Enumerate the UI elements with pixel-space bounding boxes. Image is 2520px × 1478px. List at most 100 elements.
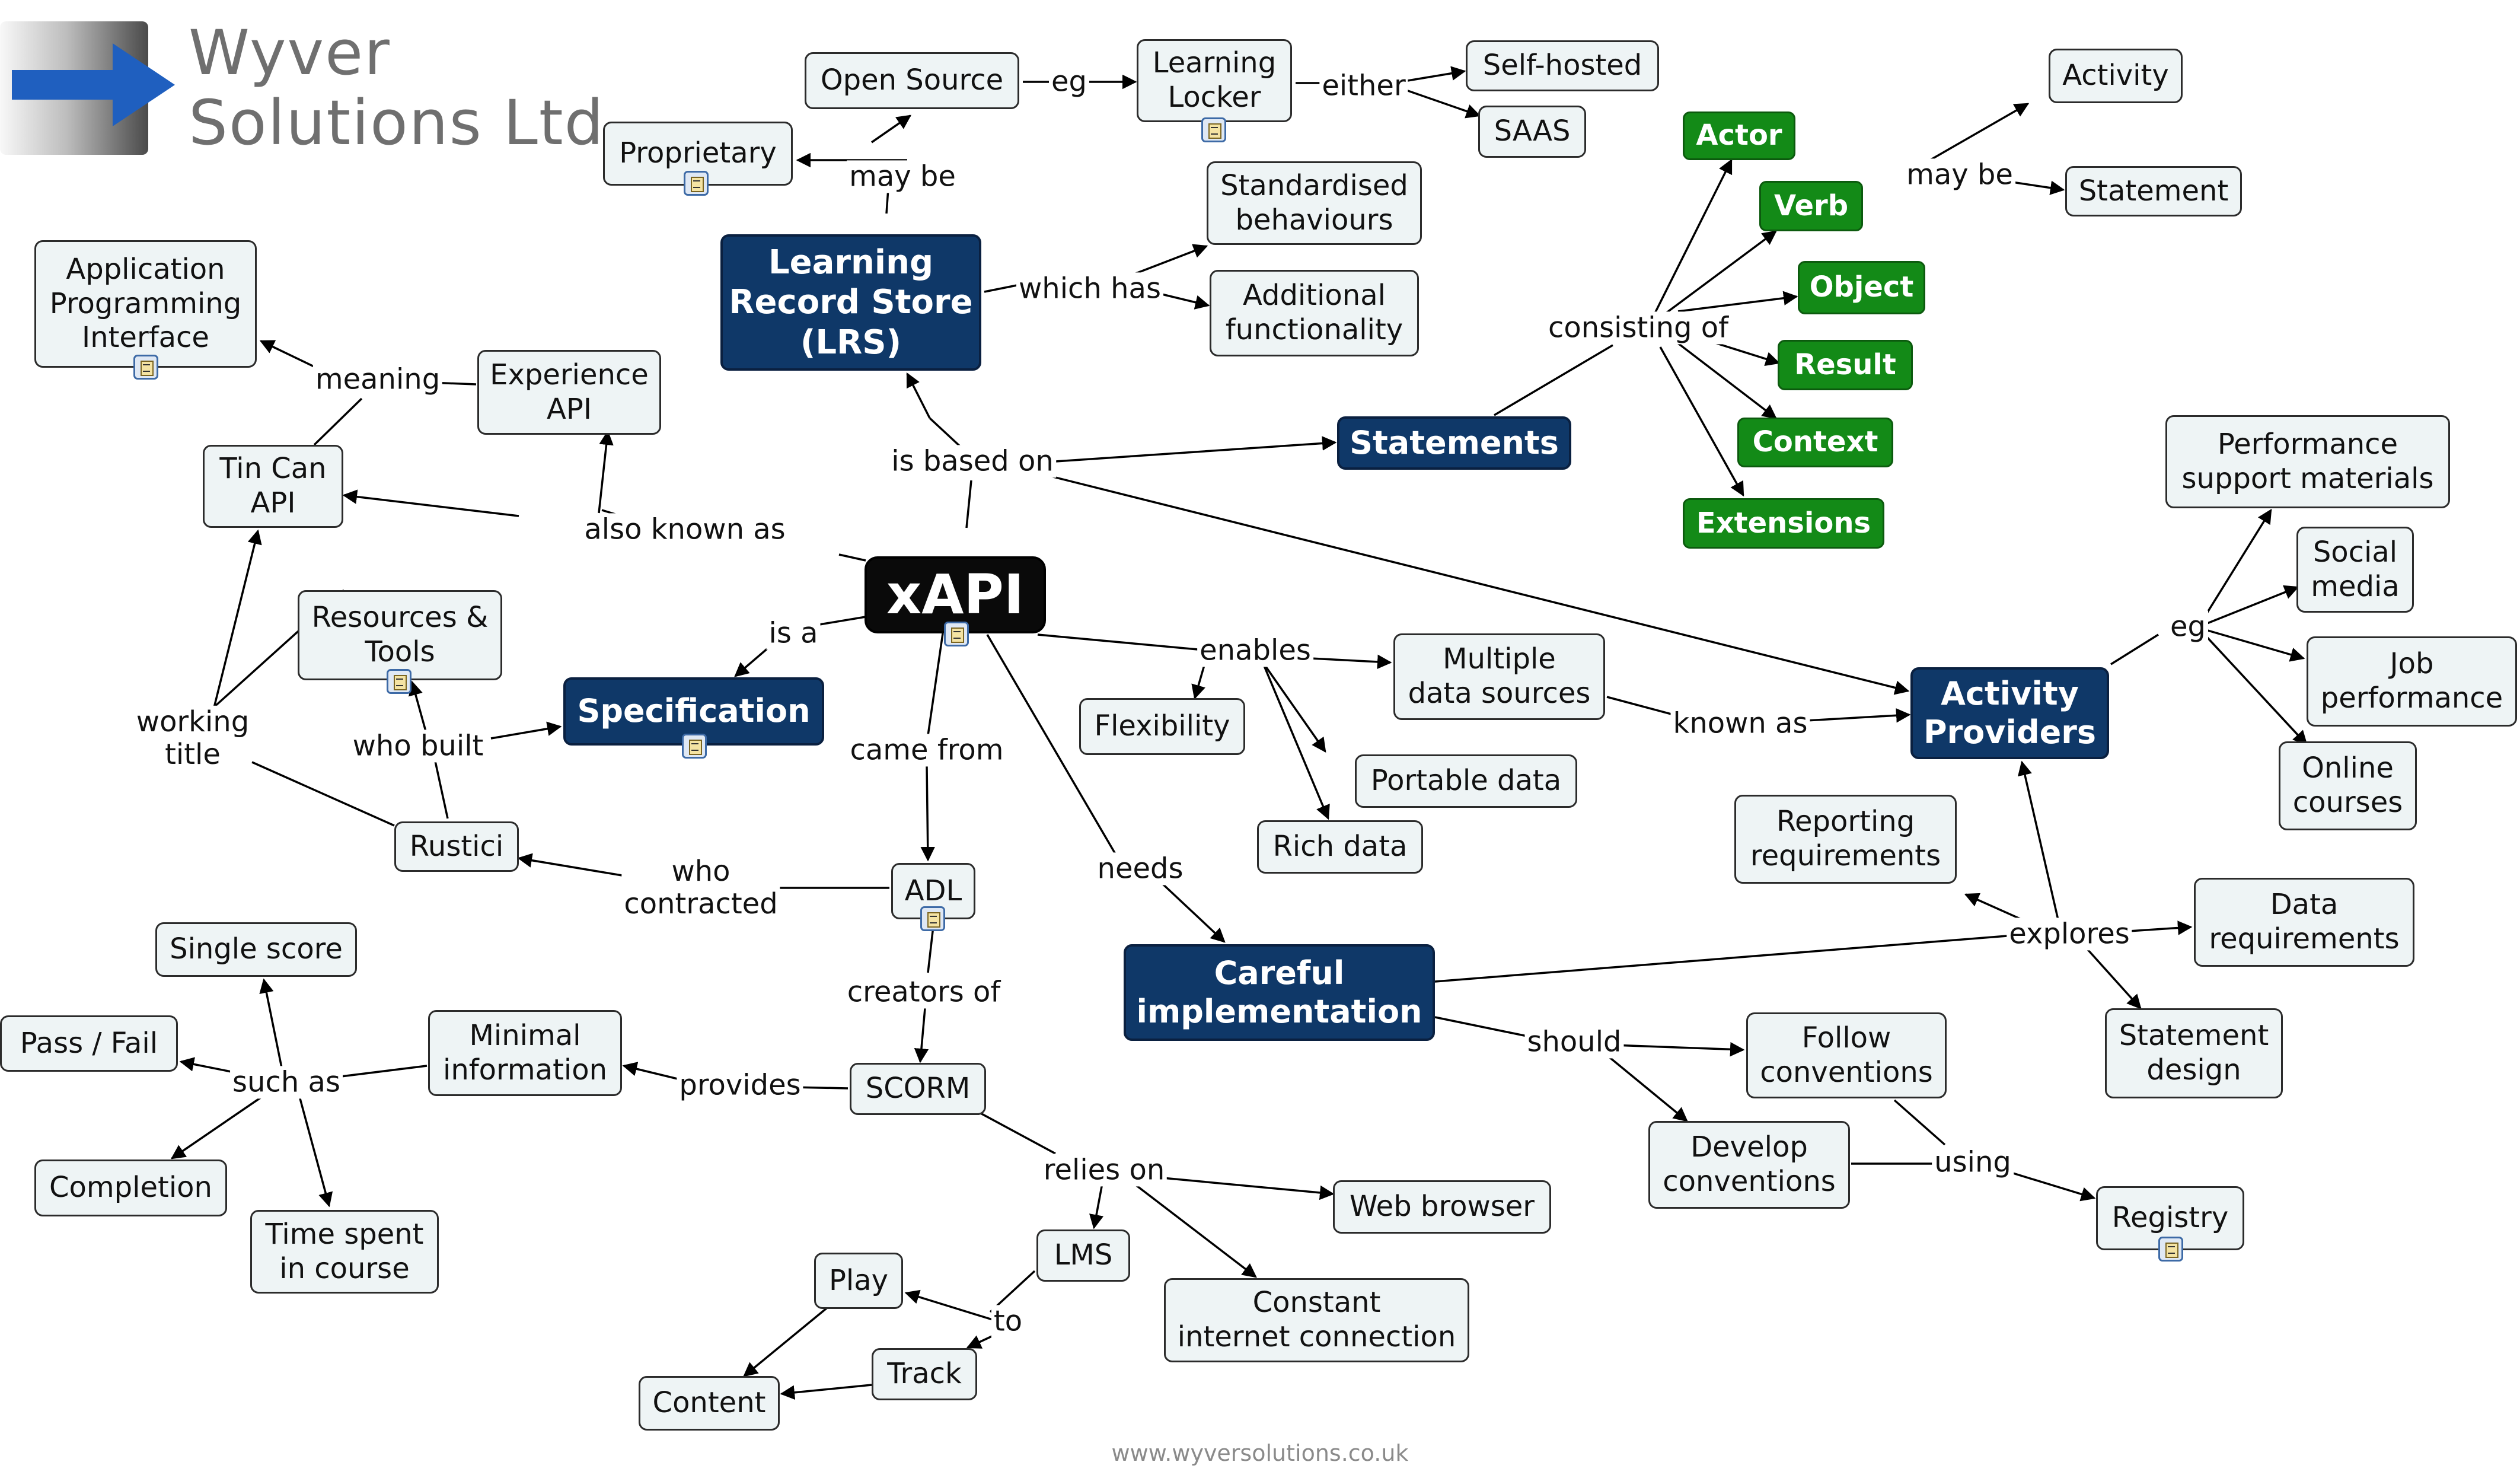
- connector-line: [409, 680, 428, 736]
- topic-scorm[interactable]: SCORM: [850, 1063, 986, 1115]
- connector-line: [1677, 291, 1798, 313]
- topic-saas[interactable]: SAAS: [1478, 106, 1586, 158]
- topic-reporting-requirements[interactable]: Reporting requirements: [1734, 795, 1957, 884]
- link-label-who-built: who built: [350, 730, 486, 763]
- note-icon[interactable]: [387, 669, 412, 694]
- topic-activity-providers[interactable]: Activity Providers: [1910, 667, 2109, 759]
- topic-experience-api[interactable]: Experience API: [477, 350, 661, 435]
- topic-job-performance[interactable]: Job performance: [2307, 636, 2517, 727]
- connector-line: [342, 489, 519, 517]
- link-label-working-title: working title: [133, 705, 252, 772]
- topic-lrs[interactable]: Learning Record Store (LRS): [720, 234, 981, 371]
- connector-line: [1653, 158, 1733, 315]
- connector-line: [743, 1307, 828, 1377]
- connector-line: [1089, 1180, 1104, 1229]
- connector-line: [920, 765, 935, 862]
- topic-statement[interactable]: Statement: [2065, 166, 2242, 216]
- link-label-enables: enables: [1197, 634, 1313, 667]
- topic-completion[interactable]: Completion: [34, 1160, 227, 1216]
- topic-minimal-information[interactable]: Minimal information: [428, 1010, 622, 1096]
- note-icon[interactable]: [944, 622, 969, 646]
- link-label-is-based-on: is based on: [889, 445, 1056, 478]
- connector-line: [1603, 1052, 1688, 1122]
- link-label-such-as: such as: [230, 1066, 343, 1099]
- topic-rich-data[interactable]: Rich data: [1257, 820, 1423, 874]
- topic-actor[interactable]: Actor: [1683, 112, 1795, 160]
- topic-portable-data[interactable]: Portable data: [1355, 754, 1577, 808]
- topic-tin-can-api[interactable]: Tin Can API: [203, 445, 343, 528]
- topic-rustici[interactable]: Rustici: [394, 821, 519, 872]
- topic-performance-support[interactable]: Performance support materials: [2165, 415, 2450, 508]
- topic-object[interactable]: Object: [1798, 261, 1925, 314]
- topic-single-score[interactable]: Single score: [155, 922, 357, 977]
- topic-time-spent[interactable]: Time spent in course: [250, 1210, 439, 1294]
- note-icon[interactable]: [2158, 1237, 2183, 1262]
- topic-careful-implementation[interactable]: Careful implementation: [1124, 944, 1435, 1041]
- topic-verb[interactable]: Verb: [1759, 181, 1863, 231]
- connector-line: [1659, 230, 1777, 318]
- connector-line: [906, 372, 931, 419]
- connector-line: [1310, 654, 1392, 670]
- topic-constant-internet[interactable]: Constant internet connection: [1164, 1278, 1469, 1362]
- link-label-came-from: came from: [847, 734, 1006, 767]
- connector-line: [211, 529, 262, 715]
- link-label-is-a: is a: [766, 617, 821, 650]
- footer-url[interactable]: www.wyversolutions.co.uk: [1111, 1440, 1409, 1466]
- topic-extensions[interactable]: Extensions: [1683, 498, 1884, 549]
- topic-open-source[interactable]: Open Source: [805, 52, 1019, 109]
- topic-web-browser[interactable]: Web browser: [1333, 1180, 1551, 1234]
- topic-flexibility[interactable]: Flexibility: [1079, 698, 1245, 755]
- topic-statement-design[interactable]: Statement design: [2105, 1008, 2283, 1098]
- topic-multiple-data-sources[interactable]: Multiple data sources: [1393, 633, 1605, 720]
- connector-line: [598, 430, 614, 514]
- topic-context[interactable]: Context: [1737, 418, 1893, 467]
- connector-line: [1159, 292, 1210, 310]
- topic-xapi[interactable]: xAPI: [865, 556, 1046, 633]
- link-label-who-contracted: who contracted: [621, 855, 780, 921]
- connector-line: [1055, 436, 1337, 463]
- connector-line: [251, 761, 395, 827]
- link-label-using: using: [1932, 1146, 2014, 1179]
- note-icon[interactable]: [684, 171, 709, 196]
- connector-line: [2202, 508, 2272, 620]
- link-label-to: to: [991, 1305, 1025, 1338]
- link-label-which-has: which has: [1016, 272, 1163, 305]
- connector-line: [2007, 1170, 2096, 1202]
- topic-additional-functionality[interactable]: Additional functionality: [1210, 270, 1419, 356]
- link-label-should: should: [1524, 1025, 1624, 1059]
- topic-result[interactable]: Result: [1778, 340, 1913, 390]
- topic-follow-conventions[interactable]: Follow conventions: [1746, 1012, 1947, 1098]
- connector-line: [170, 1093, 266, 1160]
- topic-social-media[interactable]: Social media: [2296, 527, 2414, 613]
- topic-play[interactable]: Play: [814, 1253, 903, 1309]
- topic-learning-locker[interactable]: Learning Locker: [1137, 39, 1292, 122]
- connector-line: [1399, 87, 1481, 119]
- note-icon[interactable]: [920, 906, 945, 931]
- topic-pass-fail[interactable]: Pass / Fail: [0, 1015, 178, 1072]
- topic-resources-tools[interactable]: Resources & Tools: [298, 590, 502, 680]
- link-label-eg: eg: [2168, 610, 2208, 644]
- topic-standardised-behaviours[interactable]: Standardised behaviours: [1207, 161, 1422, 245]
- note-icon[interactable]: [1201, 117, 1226, 142]
- note-icon[interactable]: [133, 355, 158, 380]
- topic-content[interactable]: Content: [639, 1376, 780, 1431]
- topic-self-hosted[interactable]: Self-hosted: [1466, 40, 1659, 91]
- link-label-may-be: may be: [847, 160, 958, 193]
- note-icon[interactable]: [682, 734, 707, 759]
- topic-application-programming-interface[interactable]: Application Programming Interface: [34, 240, 257, 368]
- topic-data-requirements[interactable]: Data requirements: [2194, 878, 2414, 967]
- topic-track[interactable]: Track: [872, 1348, 977, 1400]
- topic-statements[interactable]: Statements: [1337, 416, 1571, 470]
- link-label-consisting-of: consisting of: [1545, 311, 1731, 345]
- connector-line: [517, 853, 626, 877]
- topic-lms[interactable]: LMS: [1036, 1229, 1130, 1282]
- topic-online-courses[interactable]: Online courses: [2279, 741, 2417, 830]
- connector-line: [1612, 1041, 1745, 1057]
- topic-develop-conventions[interactable]: Develop conventions: [1648, 1121, 1850, 1209]
- topic-activity[interactable]: Activity: [2049, 49, 2183, 103]
- arrow-icon: [12, 43, 175, 126]
- connector-line: [1674, 340, 1777, 419]
- link-label-may-be: may be: [1904, 158, 2015, 192]
- connector-line: [2086, 948, 2142, 1009]
